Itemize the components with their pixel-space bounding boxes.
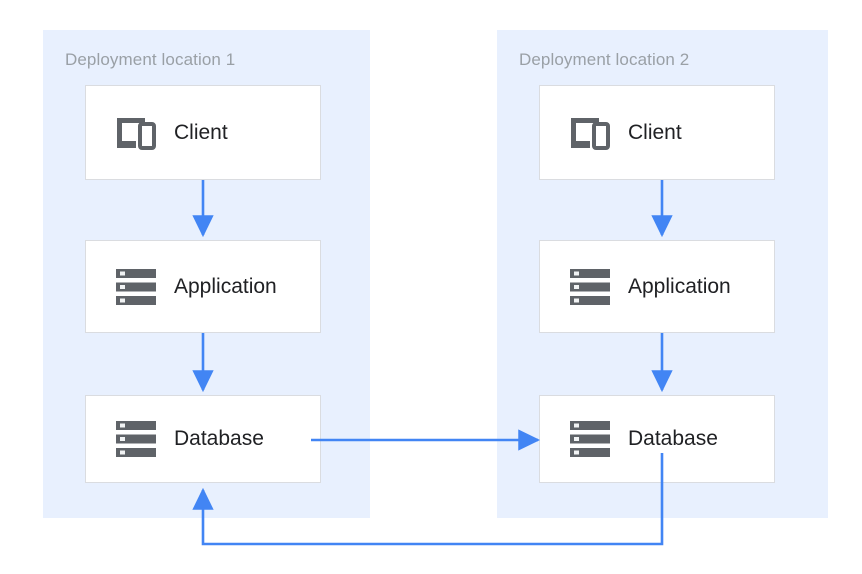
server-icon <box>562 411 618 467</box>
node-client-2[interactable]: Client <box>539 85 775 180</box>
node-application-1-label: Application <box>174 274 277 298</box>
node-client-1[interactable]: Client <box>85 85 321 180</box>
deployment-zone-1: Deployment location 1 Client <box>43 30 370 518</box>
server-icon <box>562 259 618 315</box>
node-database-2-label: Database <box>628 427 718 450</box>
zone-2-label: Deployment location 2 <box>519 50 690 69</box>
node-client-2-label: Client <box>628 120 682 144</box>
node-client-1-label: Client <box>174 120 228 144</box>
node-database-1-label: Database <box>174 427 264 450</box>
devices-icon <box>108 105 164 161</box>
node-application-1[interactable]: Application <box>85 240 321 333</box>
server-icon <box>108 411 164 467</box>
node-database-1[interactable]: Database <box>85 395 321 483</box>
server-icon <box>108 259 164 315</box>
node-application-2[interactable]: Application <box>539 240 775 333</box>
devices-icon <box>562 105 618 161</box>
node-application-2-label: Application <box>628 274 731 298</box>
zone-1-label: Deployment location 1 <box>65 50 236 69</box>
node-database-2[interactable]: Database <box>539 395 775 483</box>
deployment-zone-2: Deployment location 2 Client <box>497 30 828 518</box>
